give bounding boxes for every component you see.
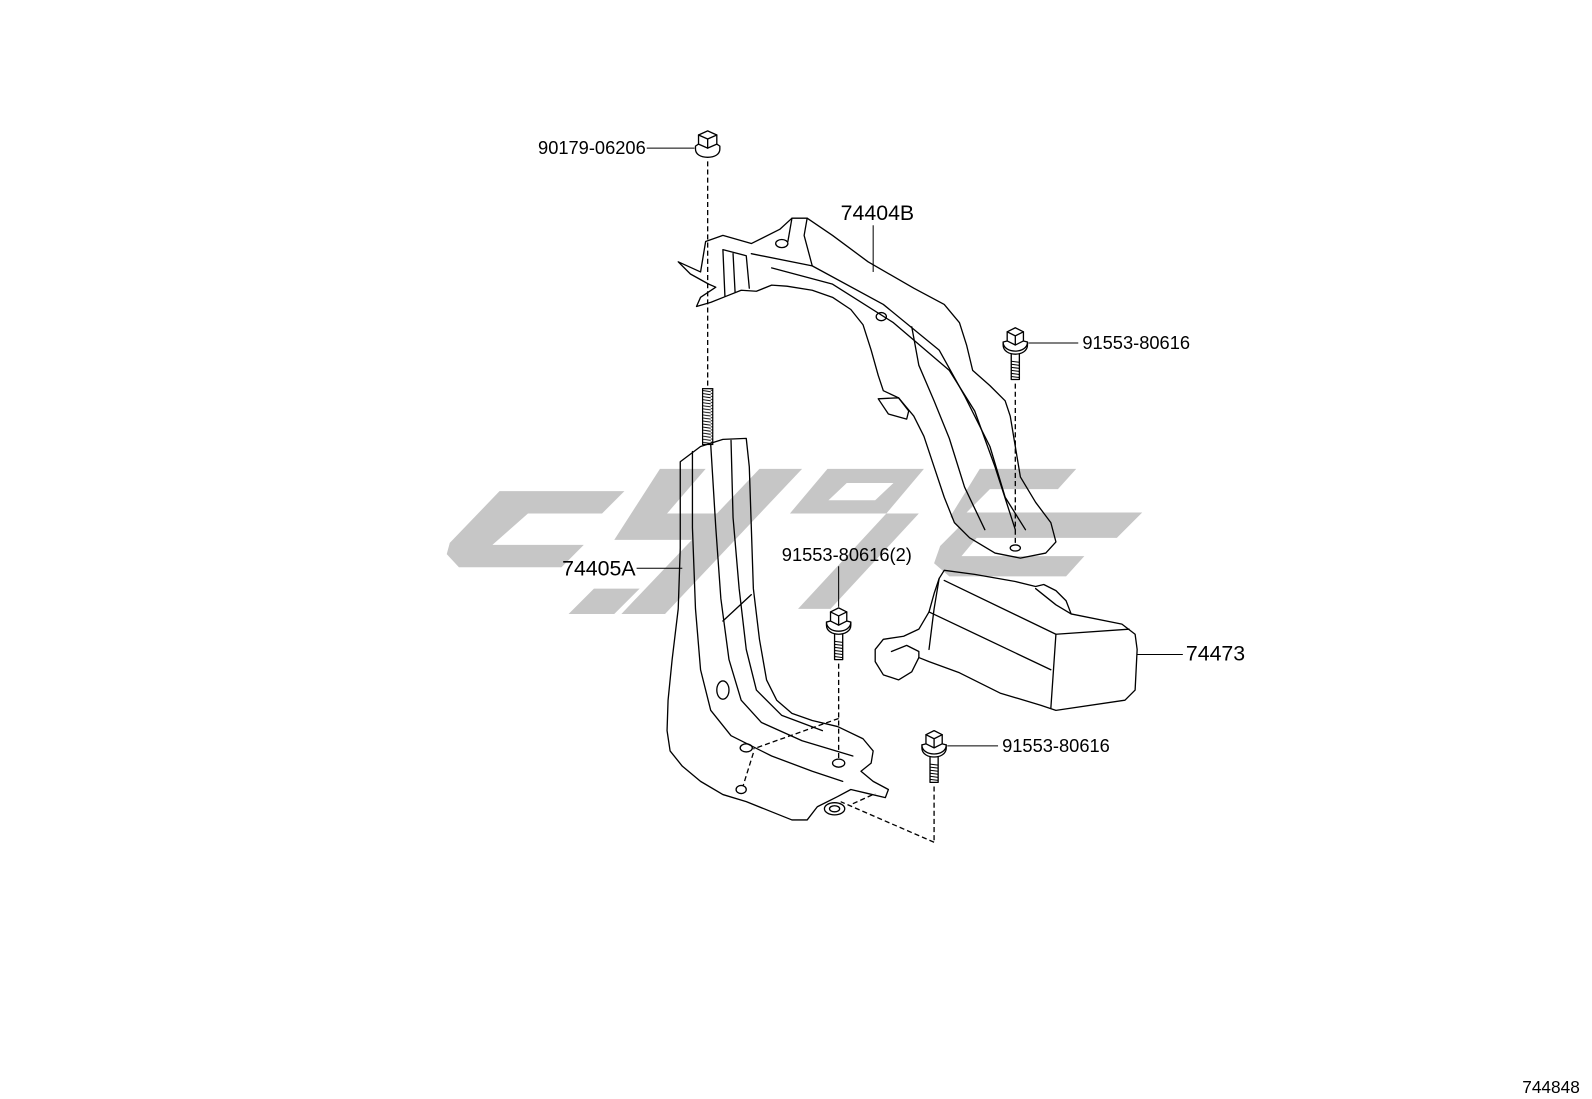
figure-number: 744848 <box>1522 1077 1580 1097</box>
callout-bracket-74404b: 74404B <box>841 201 914 225</box>
assembly-line-bolt-lower <box>840 786 935 843</box>
callout-bracket-74405a: 74405A <box>562 556 636 580</box>
bracket-74404b <box>677 217 1057 559</box>
cover-74473 <box>874 569 1138 712</box>
callout-bolt-middle: 91553-80616(2) <box>782 544 912 565</box>
bracket-74405a <box>666 437 890 821</box>
nut-90179-06206 <box>694 130 721 158</box>
stud <box>701 388 714 446</box>
watermark-logo <box>446 468 1143 614</box>
callout-cover-74473: 74473 <box>1186 642 1245 666</box>
bolt-91553-80616-lower <box>921 729 947 784</box>
callout-bolt-upper: 91553-80616 <box>1082 332 1190 353</box>
callout-bolt-lower: 91553-80616 <box>1002 735 1110 756</box>
bolt-91553-80616-middle <box>825 607 852 661</box>
assembly-line-bolt-middle <box>742 663 840 786</box>
callout-nut-90179-06206: 90179-06206 <box>538 137 646 158</box>
bolt-91553-80616-upper <box>1002 327 1029 381</box>
